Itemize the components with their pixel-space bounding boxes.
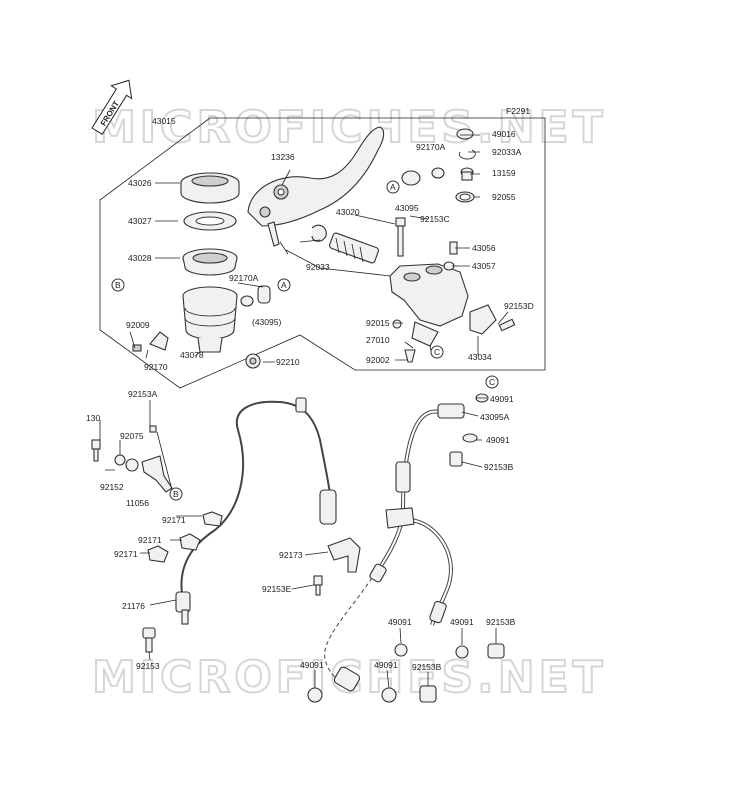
svg-text:A: A <box>390 182 396 192</box>
watermark-top: MICROFICHES.NET <box>92 102 607 153</box>
bolt-92153 <box>142 627 156 653</box>
callout-C-2: C <box>485 375 499 389</box>
label-92171-c: 92171 <box>114 549 138 559</box>
label-92153B-b: 92153B <box>486 617 516 627</box>
group-frame <box>99 117 546 389</box>
grommet-92210 <box>245 353 261 369</box>
label-43027: 43027 <box>128 216 152 226</box>
svg-text:B: B <box>115 280 121 290</box>
callout-C-1: C <box>430 345 444 359</box>
part-labels: 43015 49016 92170A 92033A 13236 13159 43… <box>86 116 534 672</box>
label-49016: 49016 <box>492 129 516 139</box>
label-92075: 92075 <box>120 431 144 441</box>
label-92153E: 92153E <box>262 584 292 594</box>
switch-parts <box>455 128 476 203</box>
label-13236: 13236 <box>271 152 295 162</box>
reservoir-bracket <box>132 331 169 352</box>
reservoir-plate <box>183 211 237 231</box>
label-43095A: 43095A <box>480 412 510 422</box>
label-49091-e: 49091 <box>300 660 324 670</box>
clips-92171 <box>147 511 223 563</box>
label-43095-paren: (43095) <box>252 317 281 327</box>
abs-sensor-wire <box>180 400 331 601</box>
label-92170: 92170 <box>144 362 168 372</box>
label-49091-c: 49091 <box>388 617 412 627</box>
label-43057: 43057 <box>472 261 496 271</box>
callout-A-1: A <box>386 180 400 194</box>
label-21176: 21176 <box>122 601 145 611</box>
brake-hose-left-dashed <box>324 577 373 685</box>
label-92015: 92015 <box>366 318 390 328</box>
label-92055: 92055 <box>492 192 516 202</box>
label-43026: 43026 <box>128 178 152 188</box>
label-13159: 13159 <box>492 168 516 178</box>
brake-lever <box>247 126 385 247</box>
label-43056: 43056 <box>472 243 496 253</box>
label-92033A: 92033A <box>492 147 522 157</box>
label-92170A-top: 92170A <box>416 142 446 152</box>
brake-fluid-reservoir <box>182 286 238 353</box>
label-27010: 27010 <box>366 335 390 345</box>
label-49091-d: 49091 <box>450 617 474 627</box>
boot-43095-top <box>401 167 445 186</box>
label-43028: 43028 <box>128 253 152 263</box>
callout-B-2: B <box>169 487 183 501</box>
svg-text:B: B <box>173 489 179 499</box>
label-92173: 92173 <box>279 550 303 560</box>
label-43034: 43034 <box>468 352 492 362</box>
label-92153D: 92153D <box>504 301 534 311</box>
label-92171-b: 92171 <box>138 535 162 545</box>
svg-text:C: C <box>489 377 495 387</box>
svg-text:A: A <box>281 280 287 290</box>
label-11056: 11056 <box>126 498 149 508</box>
label-92033: 92033 <box>306 262 330 272</box>
label-92002: 92002 <box>366 355 390 365</box>
label-92153A: 92153A <box>128 389 158 399</box>
label-92170A-mid: 92170A <box>229 273 259 283</box>
label-49091-b: 49091 <box>486 435 510 445</box>
diagram-code: F2291 <box>506 106 530 116</box>
callout-A-2: A <box>277 278 291 292</box>
switch-fasteners <box>392 318 516 363</box>
master-cylinder-body <box>389 263 497 347</box>
label-92153B-a: 92153B <box>484 462 514 472</box>
callout-B-1: B <box>111 278 125 292</box>
label-92171-a: 92171 <box>162 515 186 525</box>
reservoir-cap <box>180 172 240 204</box>
label-92009: 92009 <box>126 320 150 330</box>
hose-fittings <box>333 403 465 692</box>
label-92152: 92152 <box>100 482 124 492</box>
piston-assembly <box>311 224 379 264</box>
label-130: 130 <box>86 413 100 423</box>
label-49091-a: 49091 <box>490 394 514 404</box>
label-92153B-c: 92153B <box>412 662 442 672</box>
label-43078: 43078 <box>180 350 204 360</box>
label-92153C: 92153C <box>420 214 450 224</box>
label-49091-f: 49091 <box>374 660 398 670</box>
bolt-92153C <box>395 217 406 257</box>
hose-bracket-group <box>91 425 173 493</box>
brake-hose-main <box>373 409 441 577</box>
abs-sensor <box>175 397 337 625</box>
reservoir-diaphragm <box>182 248 238 276</box>
label-43095-top: 43095 <box>395 203 419 213</box>
bracket-92173 <box>313 537 361 596</box>
label-92153: 92153 <box>136 661 160 671</box>
label-43015: 43015 <box>152 116 176 126</box>
label-92210: 92210 <box>276 357 300 367</box>
clamp-92170A <box>240 285 271 307</box>
label-43020: 43020 <box>336 207 360 217</box>
svg-text:C: C <box>434 347 440 357</box>
